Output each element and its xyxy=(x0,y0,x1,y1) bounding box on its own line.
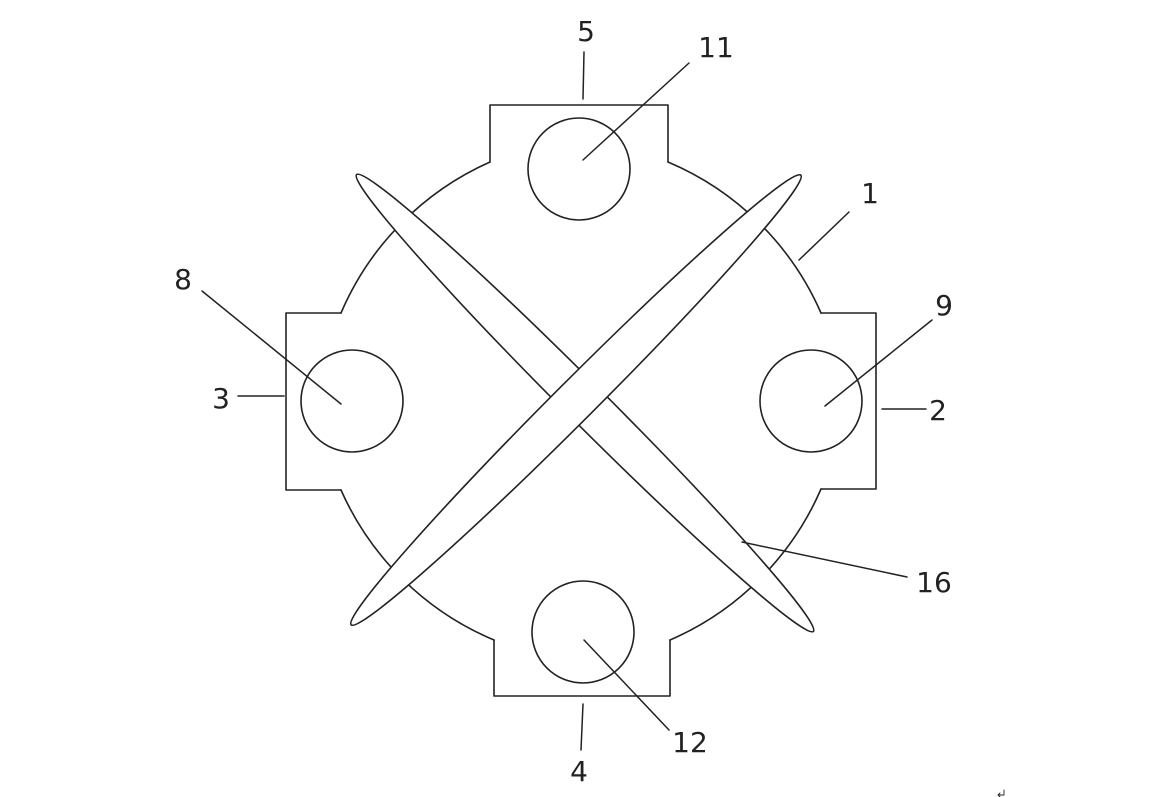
bottom-hole xyxy=(531,580,635,684)
label-body: 1 xyxy=(861,177,879,210)
left-tab-outline xyxy=(285,312,342,491)
top-hole xyxy=(527,117,631,221)
label-blade: 16 xyxy=(916,566,952,599)
blade-ellipse-ascending xyxy=(349,173,803,627)
label-left-tab: 3 xyxy=(212,382,230,415)
reference-labels: 5 11 1 8 3 9 2 16 12 4 xyxy=(174,15,953,788)
right-hole xyxy=(759,349,863,453)
left-hole xyxy=(300,349,404,453)
label-top-tab: 5 xyxy=(577,15,595,48)
label-bottom-tab: 4 xyxy=(570,755,588,788)
bottom-tab-outline xyxy=(493,639,671,697)
leader-blade xyxy=(741,541,908,578)
label-left-hole: 8 xyxy=(174,263,192,296)
leader-bottom-hole xyxy=(583,639,670,731)
top-tab-outline xyxy=(489,104,669,163)
leader-body xyxy=(798,211,850,261)
paragraph-mark-icon xyxy=(997,789,1005,797)
label-right-hole: 9 xyxy=(935,289,953,322)
leader-left-hole xyxy=(201,290,342,405)
label-top-hole: 11 xyxy=(698,31,734,64)
leader-top-tab xyxy=(582,51,585,100)
leader-right-hole xyxy=(824,319,933,407)
leader-lines xyxy=(201,51,933,751)
right-tab-outline xyxy=(820,312,877,490)
leader-bottom-tab xyxy=(580,703,584,751)
label-right-tab: 2 xyxy=(929,394,947,427)
leader-top-hole xyxy=(582,62,690,161)
label-bottom-hole: 12 xyxy=(672,726,708,759)
